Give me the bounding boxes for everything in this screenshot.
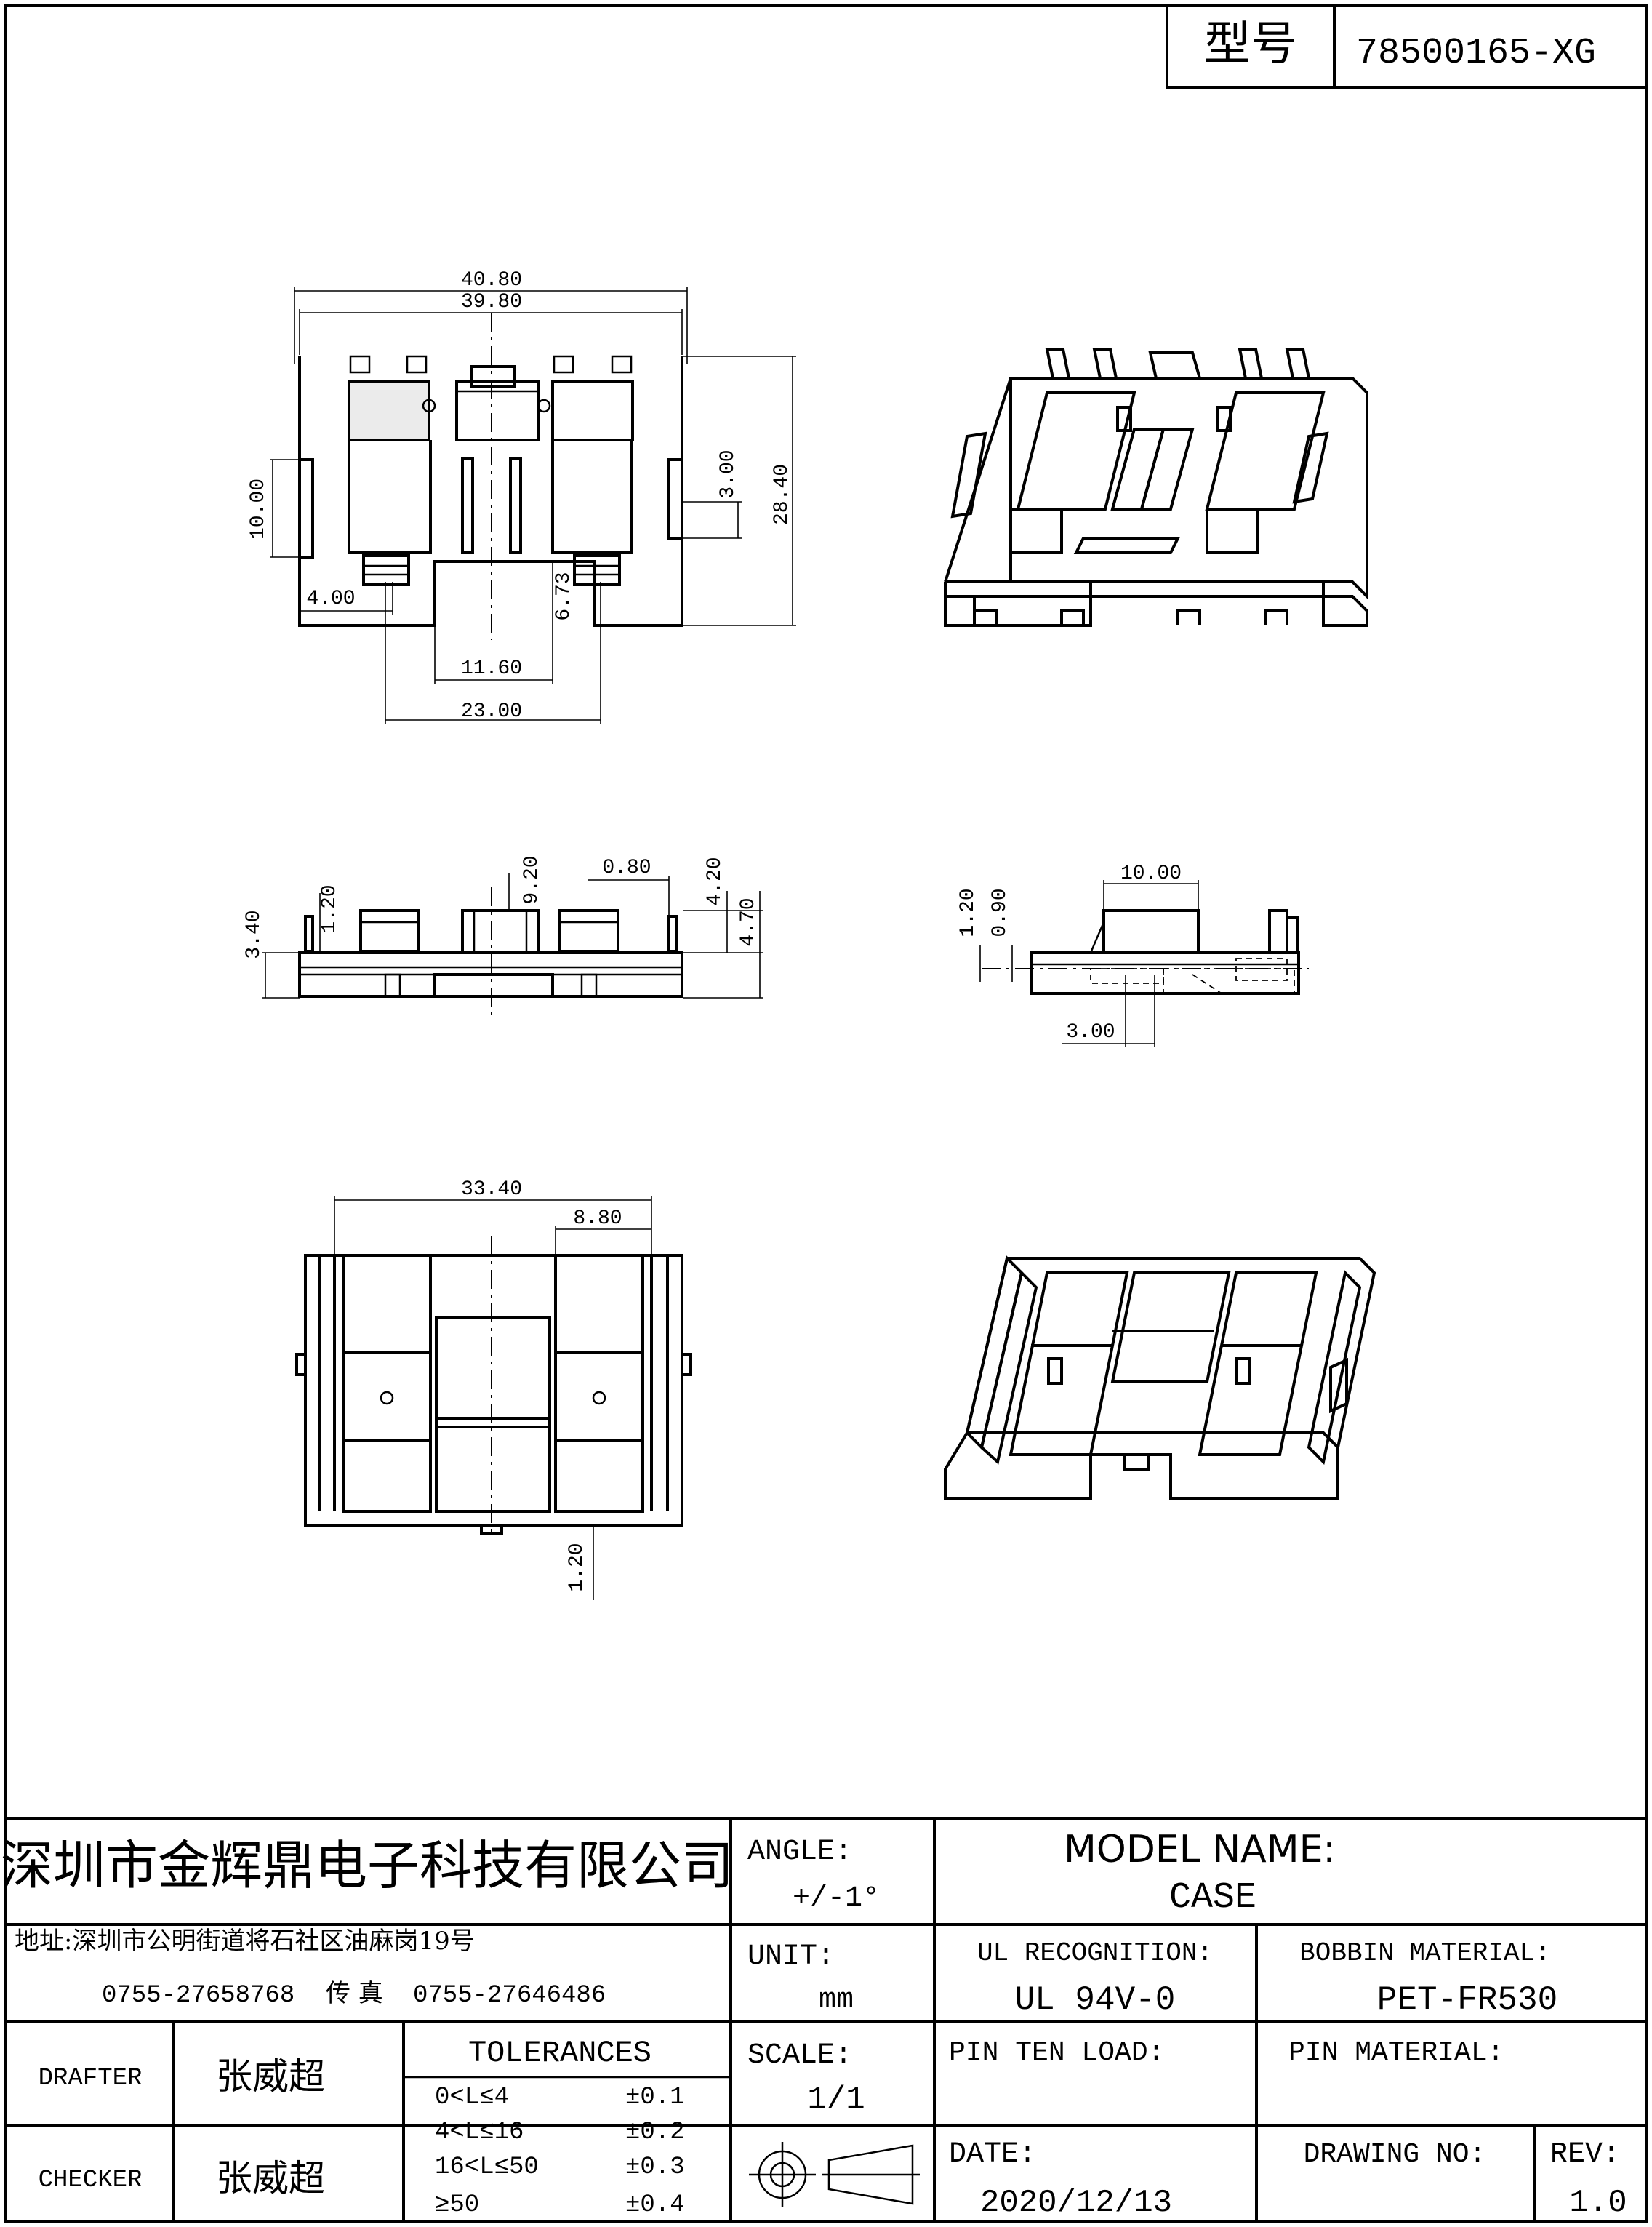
model-name-value: CASE [1169,1877,1256,1919]
dim-front-9-20: 9.20 [521,855,543,904]
dim-top-10-00: 10.00 [247,479,270,540]
dim-front-4-70: 4.70 [737,897,760,946]
tolerance-value-3: ±0.3 [625,2154,685,2181]
tolerance-range-1: 0<L≤4 [435,2084,509,2111]
dim-bottom-8-80: 8.80 [573,1207,622,1230]
tolerances-label: TOLERANCES [468,2036,651,2071]
date-label: DATE: [949,2138,1036,2171]
dim-top-4-00: 4.00 [306,588,355,610]
bobbin-label: BOBBIN MATERIAL: [1299,1938,1551,1968]
dim-top-3-00: 3.00 [717,449,739,498]
tolerance-value-2: ±0.2 [625,2119,685,2146]
ul-value: UL 94V-0 [1015,1981,1176,2019]
tolerance-value-4: ±0.4 [625,2191,685,2219]
pin-material-label: PIN MATERIAL: [1288,2037,1504,2068]
rev-value: 1.0 [1569,2185,1627,2221]
rev-label: REV: [1550,2138,1620,2171]
tolerance-value-1: ±0.1 [625,2084,685,2111]
dim-bottom-33-40: 33.40 [461,1178,522,1201]
dim-top-11-60: 11.60 [461,657,522,680]
model-number-box: 型号 78500165-XG [1166,6,1646,89]
dim-side-1-20: 1.20 [957,888,979,937]
bottom-view: 33.40 8.80 1.20 [295,1178,692,1600]
scale-label: SCALE: [747,2039,852,2072]
angle-label: ANGLE: [747,1836,852,1868]
dim-front-1-20: 1.20 [318,884,341,933]
sheet-border [4,4,1648,2223]
dim-front-0-80: 0.80 [602,857,651,879]
dim-top-23-00: 23.00 [461,700,522,723]
company-fax: 0755-27646486 [413,1982,606,2010]
unit-value: mm [819,1984,854,2017]
dim-side-3-00: 3.00 [1066,1021,1115,1044]
projection-symbol-icon [749,2142,920,2207]
company-fax-label: 传 真 [326,1979,383,2008]
title-block: 深圳市金辉鼎电子科技有限公司 地址:深圳市公明街道将石社区油麻岗19号 0755… [1,1817,1646,2221]
dim-top-40-80: 40.80 [461,269,522,292]
drafter-name: 张威超 [216,2055,325,2098]
date-value: 2020/12/13 [980,2185,1172,2221]
top-view: 40.80 39.80 28.40 10.00 3.00 4.00 6.73 1… [247,269,796,724]
isometric-bottom-view [944,1255,1376,1500]
dim-side-10-00: 10.00 [1120,863,1182,885]
dim-top-39-80: 39.80 [461,291,522,313]
company-phone: 0755-27658768 [102,1982,294,2010]
drawing-no-label: DRAWING NO: [1304,2139,1486,2170]
company-name: 深圳市金辉鼎电子科技有限公司 [1,1835,734,1896]
side-view: 1.20 0.90 10.00 3.00 [957,863,1309,1047]
model-name-label: MODEL NAME: [1064,1828,1336,1871]
unit-label: UNIT: [747,1940,835,1973]
angle-value: +/-1° [793,1882,880,1915]
ul-label: UL RECOGNITION: [977,1938,1213,1968]
dim-front-4-20: 4.20 [704,857,726,905]
checker-name: 张威超 [216,2157,325,2199]
bobbin-value: PET-FR530 [1377,1981,1557,2019]
dim-side-0-90: 0.90 [989,888,1011,937]
tolerance-range-4: ≥50 [435,2191,479,2219]
tolerance-range-2: 4<L≤16 [435,2119,524,2146]
pin-ten-load-label: PIN TEN LOAD: [949,2037,1164,2068]
dim-top-28-40: 28.40 [771,464,793,525]
dim-bottom-1-20: 1.20 [566,1543,588,1591]
company-address: 地址:深圳市公明街道将石社区油麻岗19号 [15,1927,475,1956]
isometric-top-view [944,348,1368,627]
checker-label: CHECKER [39,2167,143,2194]
front-view: 3.40 1.20 9.20 0.80 4.20 4.70 [243,855,763,1018]
model-number: 78500165-XG [1356,33,1596,74]
tolerance-range-3: 16<L≤50 [435,2154,539,2181]
scale-value: 1/1 [807,2082,865,2118]
model-label: 型号 [1204,17,1297,71]
dim-front-3-40: 3.40 [243,910,265,959]
drafter-label: DRAFTER [39,2065,143,2092]
dim-top-6-73: 6.73 [553,572,575,620]
